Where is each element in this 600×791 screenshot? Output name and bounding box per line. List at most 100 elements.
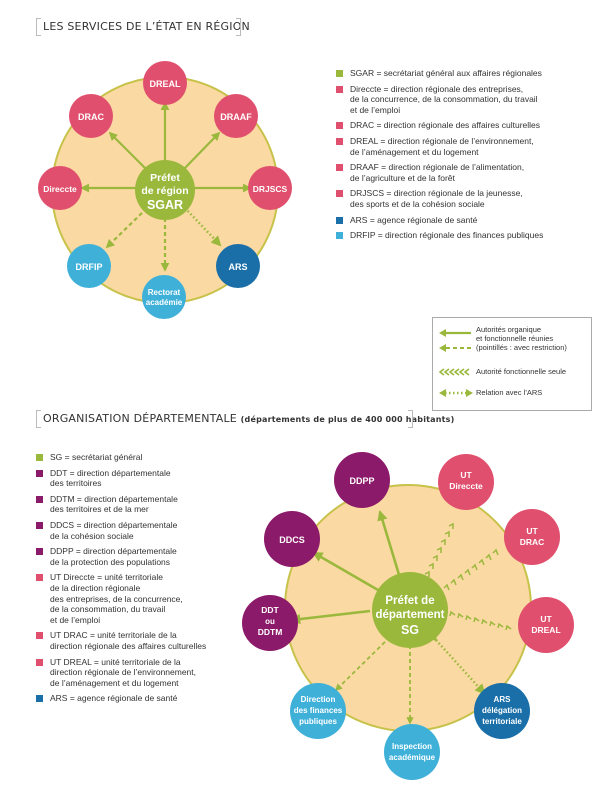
legend-text: DDPP = direction départementale de la pr… <box>50 546 177 567</box>
prefet-region-line3: SGAR <box>147 198 183 212</box>
legend-swatch <box>36 548 43 556</box>
region-legend: SGAR = secrétariat général aux affaires … <box>336 68 591 246</box>
legend-item: DRJSCS = direction régionale de la jeune… <box>336 188 591 209</box>
legend-text: DDCS = direction départementale de la co… <box>50 519 178 541</box>
solid-arrow-icon <box>439 329 471 337</box>
dotted-arrow-icon <box>439 389 473 397</box>
legend-swatch <box>36 454 43 461</box>
prefet-region-node <box>135 160 195 220</box>
arrow-legend-text: Autorité fonctionnelle seule <box>476 367 567 376</box>
legend-item: SG = secrétariat général <box>36 452 236 463</box>
direccte-node <box>38 166 82 210</box>
drac-node <box>69 94 113 138</box>
arrow-to-ddt <box>289 609 371 625</box>
ut-dreal-line1: UT <box>540 614 552 624</box>
dept-title-main: ORGANISATION DÉPARTEMENTALE <box>43 412 237 425</box>
legend-text: Direccte = direction régionale des entre… <box>350 83 538 115</box>
legend-swatch <box>36 695 43 703</box>
legend-swatch <box>36 658 43 666</box>
arrow-to-ddpp <box>377 510 402 579</box>
ut-direccte-line2: Direccte <box>449 481 483 491</box>
rectorat-line2: académie <box>146 298 183 307</box>
legend-text: ARS = agence régionale de santé <box>50 693 178 704</box>
legend-text: DRAC = direction régionale des affaires … <box>350 120 541 131</box>
ars-dept-line2: délégation <box>482 706 522 715</box>
chevron-arrow-icon <box>439 368 470 376</box>
ddt-line3: DDTM <box>258 627 283 637</box>
ut-dreal-line2: DREAL <box>531 625 560 635</box>
legend-swatch <box>336 216 343 224</box>
legend-item: SGAR = secrétariat général aux affaires … <box>336 68 591 79</box>
legend-item: DRAAF = direction régionale de l’aliment… <box>336 162 591 183</box>
ut-direccte-node <box>438 454 494 510</box>
rectorat-node <box>142 275 186 319</box>
legend-swatch <box>336 137 343 145</box>
finances-line3: publiques <box>299 717 337 726</box>
drac-label: DRAC <box>78 112 104 122</box>
legend-text: DRAAF = direction régionale de l’aliment… <box>350 162 525 183</box>
prefet-dept-node <box>372 572 448 648</box>
legend-text: UT Direccte = unité territoriale de la d… <box>50 572 183 625</box>
legend-item: DDT = direction départementale des terri… <box>36 468 236 489</box>
legend-text: DREAL = direction régionale de l’environ… <box>350 135 534 157</box>
dreal-label: DREAL <box>150 79 182 89</box>
arrow-legend-box: Autorités organique et fonctionnelle réu… <box>432 317 592 411</box>
ddt-line2: ou <box>265 617 275 626</box>
direccte-label: Direccte <box>43 184 77 194</box>
drfip-node <box>67 244 111 288</box>
finances-line1: Direction <box>301 695 336 704</box>
legend-item: UT Direccte = unité territoriale de la d… <box>36 572 236 625</box>
arrow-legend-text: (pointillés : avec restriction) <box>476 343 567 352</box>
legend-swatch <box>36 469 43 477</box>
arrow-to-drac <box>108 131 148 171</box>
ddt-line1: DDT <box>261 605 279 615</box>
draaf-node <box>214 94 258 138</box>
ut-drac-node <box>504 509 560 565</box>
finances-line2: des finances <box>294 706 343 715</box>
dreal-node <box>143 61 187 105</box>
rectorat-line1: Rectorat <box>148 288 181 297</box>
legend-item: DRAC = direction régionale des affaires … <box>336 120 591 131</box>
ddcs-label: DDCS <box>279 535 305 545</box>
legend-swatch <box>336 232 343 240</box>
dashed-arrow-icon <box>439 344 471 352</box>
legend-text: ARS = agence régionale de santé <box>350 214 478 225</box>
arrow-to-draaf <box>182 131 221 171</box>
legend-swatch <box>36 495 43 503</box>
legend-swatch <box>336 122 343 130</box>
legend-item: DDTM = direction départementale des terr… <box>36 494 236 515</box>
legend-item: DDCS = direction départementale de la co… <box>36 520 236 541</box>
ut-direccte-line1: UT <box>460 470 472 480</box>
chevrons-to-ut-direccte <box>424 522 454 577</box>
prefet-dept-line1: Préfet de <box>385 595 434 607</box>
legend-text: UT DREAL = unité territoriale de la dire… <box>50 656 197 688</box>
inspection-node <box>384 724 440 780</box>
ddpp-node <box>334 452 390 508</box>
draaf-label: DRAAF <box>220 112 252 122</box>
legend-item: DDPP = direction départementale de la pr… <box>36 546 236 567</box>
legend-text: DDTM = direction départementale des terr… <box>50 493 178 515</box>
legend-swatch <box>36 574 43 582</box>
chevrons-to-ut-drac <box>443 548 499 591</box>
dept-title-subtitle: (départements de plus de 400 000 habitan… <box>240 415 455 424</box>
arrow-to-finances <box>334 636 391 692</box>
arrow-to-ars <box>175 198 222 247</box>
legend-swatch <box>336 70 343 77</box>
legend-swatch <box>336 190 343 198</box>
chevrons-to-ut-dreal <box>449 610 512 631</box>
legend-item: DRFIP = direction régionale des finances… <box>336 230 591 241</box>
legend-item: UT DREAL = unité territoriale de la dire… <box>36 657 236 689</box>
ut-drac-line1: UT <box>526 526 538 536</box>
title-bracket-left <box>36 18 41 36</box>
arrow-to-ddcs <box>312 551 379 592</box>
legend-item: ARS = agence régionale de santé <box>36 693 236 704</box>
legend-text: DDT = direction départementale des terri… <box>50 467 171 489</box>
dept-legend: SG = secrétariat général DDT = direction… <box>36 452 236 709</box>
title-bracket-right <box>236 18 241 36</box>
finances-node <box>290 683 346 739</box>
ars-dept-line3: territoriale <box>482 717 522 726</box>
drfip-label: DRFIP <box>76 262 103 272</box>
legend-text: DRFIP = direction régionale des finances… <box>350 230 544 241</box>
drjscs-label: DRJSCS <box>253 184 288 194</box>
legend-text: DRJSCS = direction régionale de la jeune… <box>350 188 523 209</box>
